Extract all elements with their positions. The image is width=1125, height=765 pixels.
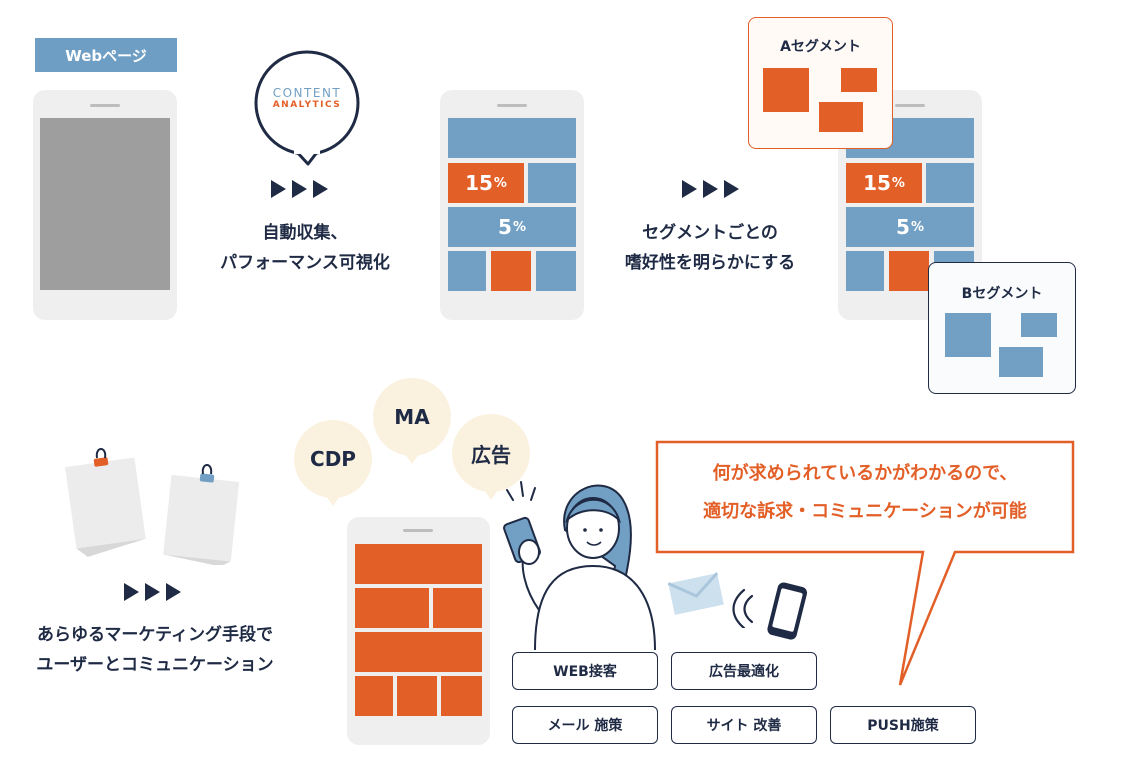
- orange-metric-block: 15%: [448, 163, 524, 203]
- arrow-icon: [124, 583, 139, 601]
- step2-caption: セグメントごとの 嗜好性を明らかにする: [624, 223, 796, 273]
- segment-b-block: [999, 347, 1043, 377]
- speech-box-outline: [655, 440, 1075, 686]
- segment-a-card: Aセグメント: [748, 17, 893, 149]
- content-analytics-line2: ANALYTICS: [272, 100, 342, 110]
- web-page-label: Webページ: [35, 38, 177, 72]
- phone-speaker: [895, 104, 925, 107]
- segment-a-block: [841, 68, 877, 92]
- footer-block-right: [536, 251, 576, 291]
- footer-block-mid: [889, 251, 929, 291]
- woman-with-phone-illustration: [503, 481, 656, 650]
- smartphone-icon: [767, 582, 808, 640]
- orange-block: [355, 588, 429, 628]
- segment-a-title: Aセグメント: [780, 39, 861, 55]
- footer-block-left: [846, 251, 884, 291]
- phone-speaker: [497, 104, 527, 107]
- bubble-cdp: CDP: [294, 420, 372, 506]
- content-analytics-line1: CONTENT: [272, 86, 342, 100]
- page-placeholder: [40, 118, 170, 290]
- orange-block: [355, 632, 482, 672]
- orange-metric-block: 15%: [846, 163, 922, 203]
- arrow-group-3: [124, 583, 181, 601]
- arrow-icon: [313, 180, 328, 198]
- tag-site-improvement: サイト 改善: [671, 706, 817, 744]
- clipped-notes-illustration: [65, 448, 240, 565]
- signal-icon: [732, 588, 754, 628]
- segment-b-title: Bセグメント: [961, 286, 1043, 302]
- arrow-icon: [166, 583, 181, 601]
- side-block: [528, 163, 576, 203]
- blue-metric-block: 5%: [846, 207, 974, 247]
- side-block: [926, 163, 974, 203]
- orange-block: [397, 676, 437, 716]
- orange-block: [355, 676, 393, 716]
- segment-a-block: [763, 68, 809, 112]
- mail-icon: [667, 572, 724, 615]
- tag-mail-campaign: メール 施策: [512, 706, 658, 744]
- phone-speaker: [90, 104, 120, 107]
- tag-push-campaign: PUSH施策: [830, 706, 976, 744]
- segment-b-block: [945, 313, 991, 357]
- arrow-icon: [271, 180, 286, 198]
- tag-ad-optimization: 広告最適化: [671, 652, 817, 690]
- orange-block: [355, 544, 482, 584]
- segment-a-block: [819, 102, 863, 132]
- speech-text: 何が求められているかがわかるので、 適切な訴求・コミュニケーションが可能: [703, 463, 1027, 522]
- arrow-group-1: [271, 180, 328, 198]
- arrow-icon: [724, 180, 739, 198]
- arrow-icon: [682, 180, 697, 198]
- orange-block: [433, 588, 482, 628]
- tag-web-service: WEB接客: [512, 652, 658, 690]
- bubble-ad: 広告: [452, 414, 530, 500]
- analytics-phone: 15% 5%: [440, 90, 584, 320]
- segment-b-card: Bセグメント: [928, 262, 1076, 394]
- segment-b-block: [1021, 313, 1057, 337]
- footer-block-mid: [491, 251, 531, 291]
- step3-caption: あらゆるマーケティング手段で ユーザーとコミュニケーション: [36, 625, 274, 675]
- arrow-icon: [292, 180, 307, 198]
- step1-caption: 自動収集、 パフォーマンス可視化: [220, 223, 390, 273]
- blue-metric-block: 5%: [448, 207, 576, 247]
- marketing-phone: [347, 517, 490, 745]
- arrow-icon: [703, 180, 718, 198]
- arrow-group-2: [682, 180, 739, 198]
- content-analytics-logo: [254, 50, 360, 166]
- bubble-ma: MA: [373, 378, 451, 464]
- orange-block: [441, 676, 482, 716]
- web-page-phone: [33, 90, 177, 320]
- arrow-icon: [145, 583, 160, 601]
- header-block: [448, 118, 576, 158]
- phone-speaker: [403, 529, 433, 532]
- footer-block-left: [448, 251, 486, 291]
